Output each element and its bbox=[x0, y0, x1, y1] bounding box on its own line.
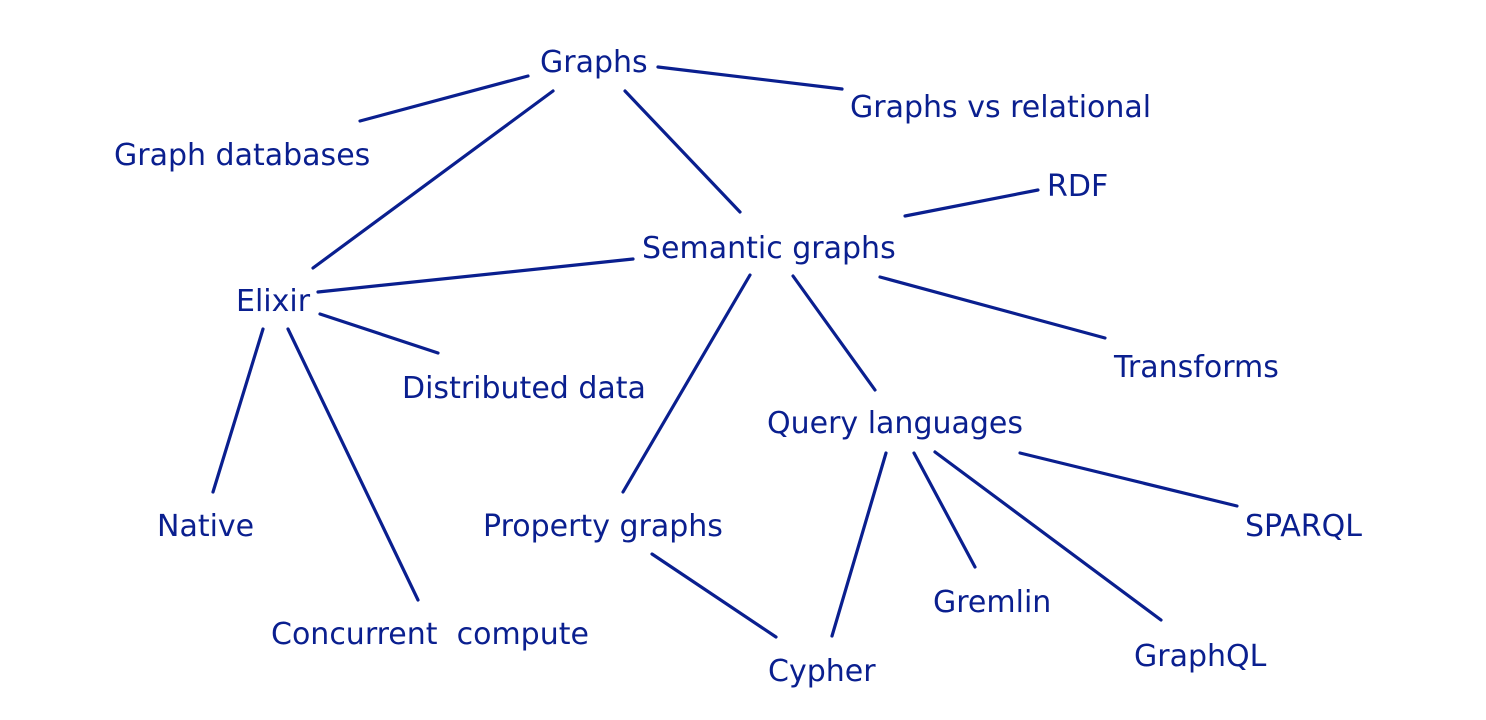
edge-graphs-to-elixir bbox=[311, 89, 555, 270]
node-sparql: SPARQL bbox=[1245, 509, 1362, 544]
node-gremlin: Gremlin bbox=[933, 585, 1051, 620]
node-property-graphs: Property graphs bbox=[483, 509, 723, 544]
node-rdf: RDF bbox=[1047, 169, 1108, 204]
edge-query-languages-to-gremlin bbox=[912, 451, 977, 569]
label-group: Graphs Graphs vs relational Graph databa… bbox=[114, 45, 1362, 689]
edge-group bbox=[211, 65, 1239, 639]
node-graphs: Graphs bbox=[540, 45, 648, 80]
edge-graphs-to-graph-databases bbox=[358, 74, 530, 123]
edge-query-languages-to-graphql bbox=[933, 450, 1163, 622]
edge-semantic-graphs-to-transforms bbox=[878, 275, 1107, 340]
edge-semantic-graphs-to-query-languages bbox=[791, 274, 877, 392]
node-cypher: Cypher bbox=[768, 654, 876, 689]
edge-graphs-to-graphs-vs-relational bbox=[656, 65, 844, 91]
node-native: Native bbox=[157, 509, 254, 544]
edge-semantic-graphs-to-rdf bbox=[903, 188, 1040, 218]
node-distributed-data: Distributed data bbox=[402, 371, 646, 406]
edge-semantic-graphs-to-property-graphs bbox=[621, 273, 752, 494]
edge-graphs-to-semantic-graphs bbox=[623, 89, 742, 214]
node-graph-databases: Graph databases bbox=[114, 138, 370, 173]
edge-elixir-to-native bbox=[211, 327, 265, 494]
node-elixir: Elixir bbox=[236, 284, 311, 319]
edge-elixir-to-distributed-data bbox=[318, 312, 440, 355]
node-transforms: Transforms bbox=[1113, 350, 1279, 385]
edge-property-graphs-to-cypher bbox=[650, 552, 778, 639]
node-query-languages: Query languages bbox=[767, 406, 1023, 441]
node-graphql: GraphQL bbox=[1134, 639, 1267, 674]
node-semantic-graphs: Semantic graphs bbox=[642, 231, 896, 266]
edge-query-languages-to-sparql bbox=[1018, 451, 1239, 508]
edge-semantic-graphs-to-elixir bbox=[316, 257, 635, 294]
edge-query-languages-to-cypher bbox=[830, 451, 888, 638]
node-graphs-vs-relational: Graphs vs relational bbox=[850, 90, 1151, 125]
node-concurrent-compute: Concurrent compute bbox=[271, 617, 589, 652]
edge-elixir-to-concurrent-compute bbox=[286, 327, 420, 602]
